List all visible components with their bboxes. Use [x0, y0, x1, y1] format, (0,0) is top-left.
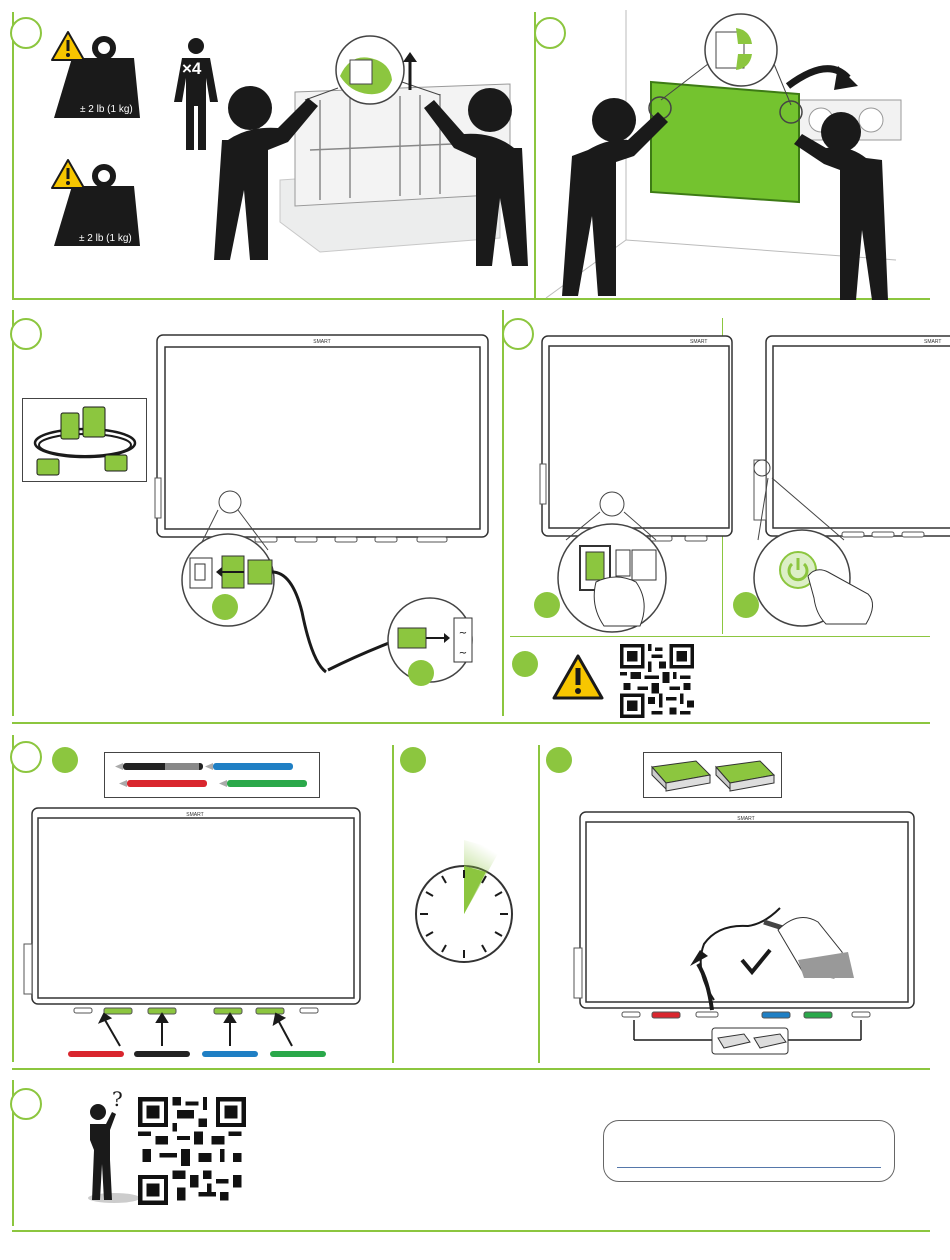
panel-divider — [392, 745, 394, 1063]
panel-divider — [12, 12, 14, 298]
panel-divider — [12, 1230, 930, 1232]
step-4c-dot — [512, 651, 538, 677]
step-5-circle — [10, 741, 42, 773]
svg-text:?: ? — [112, 1087, 123, 1111]
support-link-underline — [617, 1167, 881, 1168]
warning-icon — [552, 654, 604, 700]
step-6-circle — [10, 1088, 42, 1120]
svg-text:SMART: SMART — [737, 816, 754, 822]
svg-text:SMART: SMART — [924, 339, 941, 345]
step-3b-dot — [408, 660, 434, 686]
svg-text:SMART: SMART — [690, 339, 707, 345]
display-with-pen-trays: SMART — [30, 806, 370, 1062]
step-4a-dot — [534, 592, 560, 618]
pens-icon — [105, 753, 319, 797]
support-box — [603, 1120, 895, 1182]
power-cable-icon — [23, 399, 146, 481]
panel-divider — [538, 745, 540, 1063]
thinking-person-icon: ? — [84, 1088, 134, 1203]
step-4-circle — [502, 318, 534, 350]
svg-text:SMART: SMART — [186, 812, 203, 818]
panel-divider — [12, 735, 14, 1062]
power-switch-callout — [556, 490, 716, 640]
erasers-icon — [644, 753, 781, 797]
step-1-circle — [10, 17, 42, 49]
panel-divider — [12, 722, 930, 724]
pens-box — [104, 752, 320, 798]
weight-label: ± 2 lb (1 kg) — [80, 104, 133, 115]
step-4b-dot — [733, 592, 759, 618]
wall-mount-illustration — [536, 10, 936, 300]
weight-label: ± 2 lb (1 kg) — [79, 233, 132, 244]
svg-text:~: ~ — [459, 648, 467, 659]
panel-divider — [502, 310, 504, 716]
svg-text:SMART: SMART — [313, 339, 330, 345]
step-3a-dot — [212, 594, 238, 620]
power-button-callout — [752, 470, 932, 635]
people-count-label: ×4 — [182, 59, 201, 79]
clock-icon — [412, 836, 522, 966]
panel-divider — [12, 310, 14, 716]
erasers-box — [643, 752, 782, 798]
display-writing-illustration: SMART — [578, 810, 918, 1058]
support-qr-code — [138, 1097, 246, 1205]
step-3-circle — [10, 318, 42, 350]
display-lift-illustration — [210, 30, 530, 285]
svg-text:~: ~ — [459, 628, 467, 639]
step-5c-dot — [546, 747, 572, 773]
qr-code — [620, 644, 694, 718]
step-5a-dot — [52, 747, 78, 773]
power-cable-box — [22, 398, 147, 482]
panel-divider — [12, 1068, 930, 1070]
step-5b-dot — [400, 747, 426, 773]
